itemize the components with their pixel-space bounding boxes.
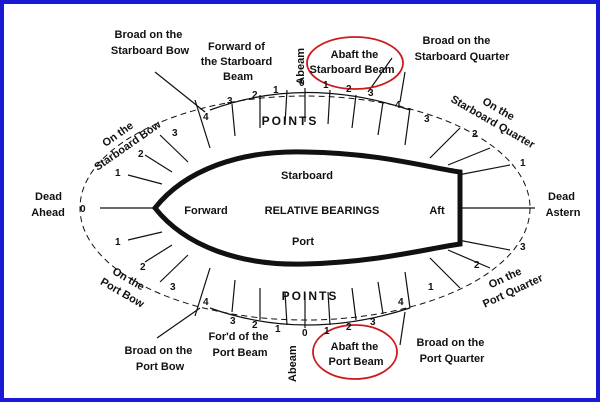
label-broad-port-quarter: Broad on the Port Quarter: [417, 337, 488, 365]
tick-label: 3: [520, 242, 526, 253]
label-on-starboard-bow: On the Starboard Bow: [84, 106, 164, 173]
tick-label: 2: [252, 90, 258, 101]
label-forward-starboard-beam: Forward of the Starboard Beam: [201, 41, 276, 83]
stern-top-tick-labels: 3 2 1: [424, 114, 526, 169]
tick-label: 3: [230, 316, 236, 327]
tick-label: 2: [346, 84, 352, 95]
tick-label: 3: [368, 88, 374, 99]
tick-label: 1: [428, 282, 434, 293]
bottom-tick-labels: 4 3 2 1 0 1 2 3 4: [203, 297, 404, 339]
tick-label: 1: [273, 85, 279, 96]
tick-label: 1: [275, 324, 281, 335]
stern-bottom-tick-labels: 1 2 3: [428, 242, 526, 293]
label-dead-astern: Dead Astern: [546, 191, 581, 219]
points-label-bottom: POINTS: [282, 289, 339, 303]
top-points-arc: [209, 91, 411, 111]
label-abeam-top: Abeam: [295, 48, 307, 85]
label-abeam-bottom: Abeam: [287, 345, 299, 382]
tick-label: 3: [424, 114, 430, 125]
highlight-circle-abaft-starboard: [306, 36, 404, 90]
label-dead-ahead: Dead Ahead: [31, 191, 65, 219]
tick-label: 1: [520, 158, 526, 169]
label-broad-port-bow: Broad on the Port Bow: [125, 345, 196, 373]
label-broad-starboard-quarter: Broad on the Starboard Quarter: [415, 35, 510, 63]
tick-label: 3: [227, 96, 233, 107]
tick-label: 2: [252, 320, 258, 331]
points-label-top: POINTS: [262, 114, 319, 128]
bearing-lines: [100, 57, 535, 346]
hull-port-label: Port: [292, 236, 314, 248]
tick-label: 4: [395, 100, 401, 111]
label-broad-starboard-bow: Broad on the Starboard Bow: [111, 29, 190, 57]
tick-label: 1: [324, 326, 330, 337]
tick-label: 3: [172, 128, 178, 139]
tick-label: 3: [370, 317, 376, 328]
tick-label: 2: [138, 149, 144, 160]
tick-label: 0: [299, 78, 305, 89]
hull-starboard-label: Starboard: [281, 170, 333, 182]
bottom-points-arc: [209, 307, 411, 326]
tick-label: 1: [115, 237, 121, 248]
label-on-starboard-quarter: On the Starboard Quarter: [448, 81, 544, 151]
bow-top-tick-labels: 3 2 1: [115, 128, 178, 179]
label-abaft-port-beam: Abaft the Port Beam: [328, 341, 383, 368]
top-tick-labels: 4 3 2 1 0 1 2 3 4: [203, 78, 401, 123]
tick-label: 3: [170, 282, 176, 293]
hull-forward-label: Forward: [184, 205, 227, 217]
tick-label: 4: [203, 297, 209, 308]
tick-label: 4: [398, 297, 404, 308]
tick-label: 1: [115, 168, 121, 179]
label-abaft-starboard-beam: Abaft the Starboard Beam: [310, 49, 395, 76]
tick-label: 2: [140, 262, 146, 273]
tick-label: 2: [474, 260, 480, 271]
label-ford-port-beam: For'd of the Port Beam: [208, 331, 271, 359]
ship-hull: [151, 149, 463, 267]
bow-bottom-tick-labels: 1 2 3: [115, 237, 176, 293]
tick-label: 2: [472, 129, 478, 140]
highlight-circle-abaft-port: [312, 324, 398, 380]
tick-label-dead-ahead: 0: [80, 204, 86, 215]
hull-aft-label: Aft: [429, 205, 445, 217]
tick-label: 0: [302, 328, 308, 339]
tick-label: 1: [323, 80, 329, 91]
hull-title: RELATIVE BEARINGS: [265, 205, 380, 217]
tick-label: 4: [203, 112, 209, 123]
tick-label: 2: [346, 322, 352, 333]
